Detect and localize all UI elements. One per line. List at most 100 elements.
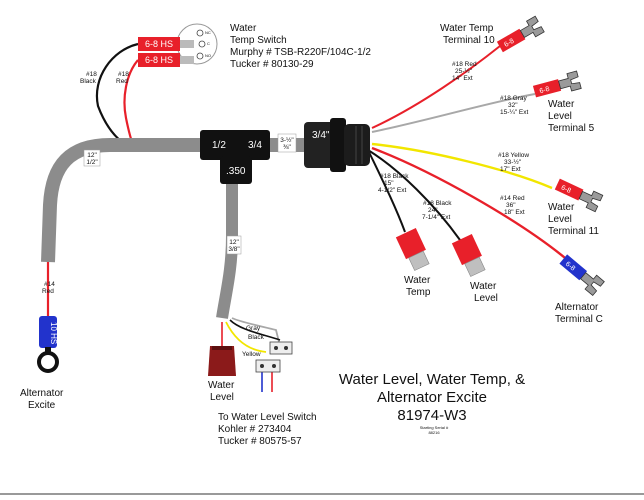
wire-red-terminal-10 xyxy=(371,45,501,129)
level-switch-body xyxy=(208,346,236,376)
label-water-level-terminal-11: Water Level Terminal 11 xyxy=(548,202,599,237)
svg-text:Alternator Excite: Alternator Excite xyxy=(377,389,487,406)
svg-text:Level: Level xyxy=(548,214,572,225)
temp-switch-connector-2: 6-8 HS xyxy=(138,53,194,67)
svg-text:15-¼" Ext: 15-¼" Ext xyxy=(500,109,529,116)
wire-black-temp-switch xyxy=(95,42,139,143)
svg-text:Temp: Temp xyxy=(406,287,431,298)
svg-text:.350: .350 xyxy=(226,166,246,177)
label-wire-terminal-c: #14 Red 36" 18" Ext xyxy=(500,195,525,216)
label-water-level-connector: Water Level xyxy=(470,281,498,304)
svg-text:Water Temp: Water Temp xyxy=(440,23,494,34)
svg-text:Tucker # 80130-29: Tucker # 80130-29 xyxy=(230,59,314,70)
temp-switch-wire-labels: #18 Black #18 Red xyxy=(80,71,129,85)
tag-down-length: 12" 3/8" xyxy=(226,235,242,255)
svg-text:Water Level, Water Temp, &: Water Level, Water Temp, & xyxy=(339,371,525,388)
svg-text:Terminal C: Terminal C xyxy=(555,314,603,325)
diagram-title: Water Level, Water Temp, & Alternator Ex… xyxy=(339,371,525,424)
svg-text:3-½": 3-½" xyxy=(280,136,294,144)
svg-text:Kohler # 273404: Kohler # 273404 xyxy=(218,424,292,435)
svg-text:1/2": 1/2" xyxy=(86,159,98,166)
svg-text:10 HS: 10 HS xyxy=(49,322,58,344)
svg-text:Black: Black xyxy=(248,334,265,341)
svg-text:Water: Water xyxy=(404,275,431,286)
svg-text:3/8": 3/8" xyxy=(228,246,240,253)
svg-text:#18 Gray: #18 Gray xyxy=(500,95,527,102)
svg-text:6-8: 6-8 xyxy=(564,261,576,273)
svg-text:Tucker # 80575-57: Tucker # 80575-57 xyxy=(218,436,302,447)
level-switch-title: To Water Level Switch Kohler # 273404 Tu… xyxy=(218,412,317,447)
label-water-temp-terminal-10: Water Temp Terminal 10 xyxy=(440,23,495,46)
temp-switch-label: Water Temp Switch Murphy # TSB-R220F/104… xyxy=(230,23,371,70)
svg-text:#18: #18 xyxy=(118,71,129,78)
spade-lug-terminal-10: 6-8 xyxy=(496,15,545,53)
svg-text:15": 15" xyxy=(384,180,394,187)
svg-text:17" Ext: 17" Ext xyxy=(500,166,521,173)
svg-text:3/4": 3/4" xyxy=(312,130,330,141)
svg-text:⅜": ⅜" xyxy=(283,144,291,151)
wire-black-water-level xyxy=(367,149,461,241)
svg-text:Water: Water xyxy=(208,380,235,391)
svg-text:33-½": 33-½" xyxy=(504,158,522,166)
svg-text:Level: Level xyxy=(548,111,572,122)
level-switch-terminal-block-top xyxy=(269,341,293,355)
svg-text:81974-W3: 81974-W3 xyxy=(397,407,466,424)
svg-text:32": 32" xyxy=(508,102,518,109)
cable-gland: 3/4" xyxy=(304,118,370,172)
svg-text:Alternator: Alternator xyxy=(20,388,64,399)
svg-text:Terminal 11: Terminal 11 xyxy=(548,226,599,237)
svg-text:1/2: 1/2 xyxy=(212,140,226,151)
harness-left-sleeve xyxy=(41,138,205,263)
svg-text:#18 Black: #18 Black xyxy=(423,200,452,207)
alt-excite-label: Alternator Excite xyxy=(20,388,64,411)
svg-text:Water: Water xyxy=(548,99,575,110)
wire-gray-level-switch xyxy=(231,317,281,347)
svg-text:6-8 HS: 6-8 HS xyxy=(145,55,173,65)
svg-text:18" Ext: 18" Ext xyxy=(504,209,525,216)
svg-text:12": 12" xyxy=(229,239,239,246)
svg-text:Gray: Gray xyxy=(246,325,261,332)
svg-text:Temp Switch: Temp Switch xyxy=(230,35,287,46)
spade-lug-terminal-11: 6-8 xyxy=(554,178,604,213)
label-water-level-terminal-5: Water Level Terminal 5 xyxy=(548,99,595,134)
svg-text:#18: #18 xyxy=(86,71,97,78)
svg-text:Alternator: Alternator xyxy=(555,302,599,313)
svg-text:Red: Red xyxy=(42,288,54,295)
svg-text:Yellow: Yellow xyxy=(242,351,261,358)
tag-left-length: 12" 1/2" xyxy=(83,149,101,167)
svg-text:6-8: 6-8 xyxy=(560,184,572,195)
svg-text:3/4: 3/4 xyxy=(248,140,262,151)
tag-mid-length: 3-½" ⅜" xyxy=(277,133,297,153)
spade-lug-terminal-5: 6-8 xyxy=(532,70,582,98)
svg-text:#18 Black: #18 Black xyxy=(380,173,409,180)
wire-yellow-level-switch xyxy=(225,321,267,353)
label-wire-terminal-11: #18 Yellow 33-½" 17" Ext xyxy=(498,152,529,173)
wire-black-water-temp xyxy=(367,149,406,233)
svg-text:Murphy # TSB-R220F/104C-1/2: Murphy # TSB-R220F/104C-1/2 xyxy=(230,47,371,58)
svg-text:7-1/4" Ext: 7-1/4" Ext xyxy=(422,214,451,221)
level-switch-part-label: Water Level xyxy=(208,380,235,403)
label-wire-terminal-5: #18 Gray 32" 15-¼" Ext xyxy=(500,95,529,116)
wire-black-level-switch xyxy=(229,319,281,341)
spade-lug-terminal-c: 6-8 xyxy=(559,254,605,297)
svg-text:NO: NO xyxy=(205,53,211,58)
svg-text:25-½": 25-½" xyxy=(455,67,473,75)
temp-switch: NC C NO xyxy=(176,23,218,65)
svg-text:#18 Yellow: #18 Yellow xyxy=(498,152,529,159)
wire-yellow-terminal-11 xyxy=(371,142,553,190)
svg-text:Starting Serial #: Starting Serial # xyxy=(420,425,449,430)
label-alternator-terminal-c: Alternator Terminal C xyxy=(555,302,603,325)
connector-water-level xyxy=(451,234,486,277)
svg-text:Terminal 5: Terminal 5 xyxy=(548,123,595,134)
svg-text:14" Ext: 14" Ext xyxy=(452,75,473,82)
svg-text:Water: Water xyxy=(548,202,575,213)
wire-red-temp-switch xyxy=(123,59,139,143)
svg-text:12": 12" xyxy=(87,152,97,159)
svg-text:24": 24" xyxy=(428,207,438,214)
label-water-temp-connector: Water Temp xyxy=(404,275,431,298)
svg-text:6-8: 6-8 xyxy=(539,86,551,95)
svg-text:Black: Black xyxy=(80,78,97,85)
svg-text:#14 Red: #14 Red xyxy=(500,195,525,202)
alt-excite-ring-lug: 10 HS xyxy=(37,316,59,373)
